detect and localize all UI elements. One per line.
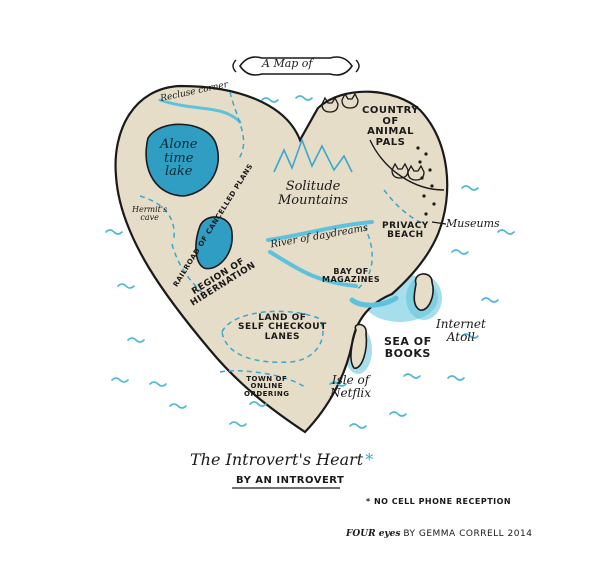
internet-atoll-island: [413, 273, 434, 311]
museums-pointer: [431, 221, 447, 225]
region-borders: [139, 91, 425, 389]
map-subtitle: BY AN INTROVERT: [236, 475, 345, 486]
label-hermits-cave: Hermit's cave: [132, 205, 168, 223]
title-asterisk: *: [365, 450, 374, 469]
cancelled-plans-lake: [195, 216, 233, 270]
label-privacy-beach: PRIVACY BEACH: [382, 221, 429, 241]
dot-icon: [416, 146, 436, 216]
alone-time-lake-water: [145, 123, 219, 197]
north-river: [158, 98, 242, 124]
credit-text: BY Gemma CORRELL 2014: [403, 529, 533, 539]
label-land-of-self-checkout-lanes: LAND OF SELF CHECKOUT LANES: [238, 313, 327, 342]
label-bay-of-magazines: BAY OF MAGAZINES: [322, 267, 381, 285]
river-of-daydreams: [266, 220, 374, 288]
artist-credit: FOUR eyes BY Gemma CORRELL 2014: [346, 529, 533, 539]
label-solitude-mountains: Solitude Mountains: [278, 179, 349, 208]
banner-title: A Map of: [262, 57, 313, 70]
label-alone-time-lake: Alone time lake: [160, 137, 198, 180]
banner-scroll: [232, 56, 360, 76]
cat-head-icon: [321, 92, 425, 181]
label-museums: Museums: [446, 217, 500, 230]
map-title: The Introvert's Heart*: [190, 450, 374, 469]
label-isle-of-netflix: Isle of Netflix: [330, 373, 372, 400]
map-title-text: The Introvert's Heart: [190, 450, 364, 469]
wave-icon: [105, 95, 515, 429]
isle-of-netflix-island: [350, 323, 368, 369]
label-sea-of-books: SEA OF BOOKS: [384, 335, 432, 360]
credit-brand: FOUR eyes: [346, 529, 401, 539]
label-country-of-animal-pals: COUNTRY OF ANIMAL PALS: [362, 105, 420, 148]
label-town-of-online-ordering: TOWN OF ONLINE ORDERING: [244, 375, 290, 398]
footnote: * NO CELL PHONE RECEPTION: [366, 497, 512, 506]
bay-water: [349, 295, 399, 308]
mountain-icon: [273, 137, 353, 173]
country-border-line: [369, 139, 445, 191]
label-internet-atoll: Internet Atoll: [436, 317, 486, 344]
